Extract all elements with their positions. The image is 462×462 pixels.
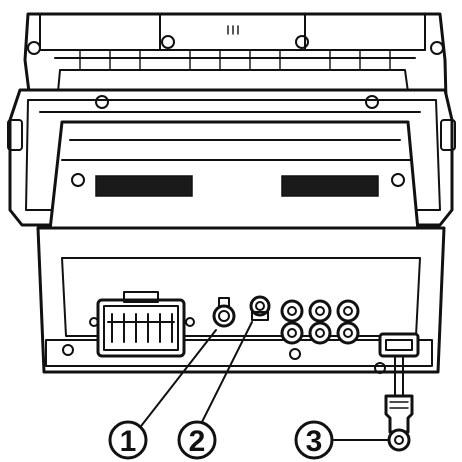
aux-round-connector [212, 297, 236, 328]
callout-3: 3 [294, 420, 334, 460]
usb-cable [378, 332, 420, 452]
leader-lines [137, 321, 389, 441]
callout-2-label: 2 [189, 425, 206, 458]
callout-1-label: 1 [120, 425, 137, 458]
main-harness-connector [89, 291, 195, 358]
rca-jack-cluster [280, 299, 360, 345]
vent-slot-right [281, 175, 379, 197]
cradle-frame [48, 120, 420, 232]
callout-3-label: 3 [306, 425, 323, 458]
rear-housing [23, 12, 448, 102]
vent-slot-left [95, 175, 193, 197]
callout-1: 1 [108, 420, 148, 460]
antenna-jack [249, 295, 271, 321]
callout-2: 2 [177, 420, 217, 460]
